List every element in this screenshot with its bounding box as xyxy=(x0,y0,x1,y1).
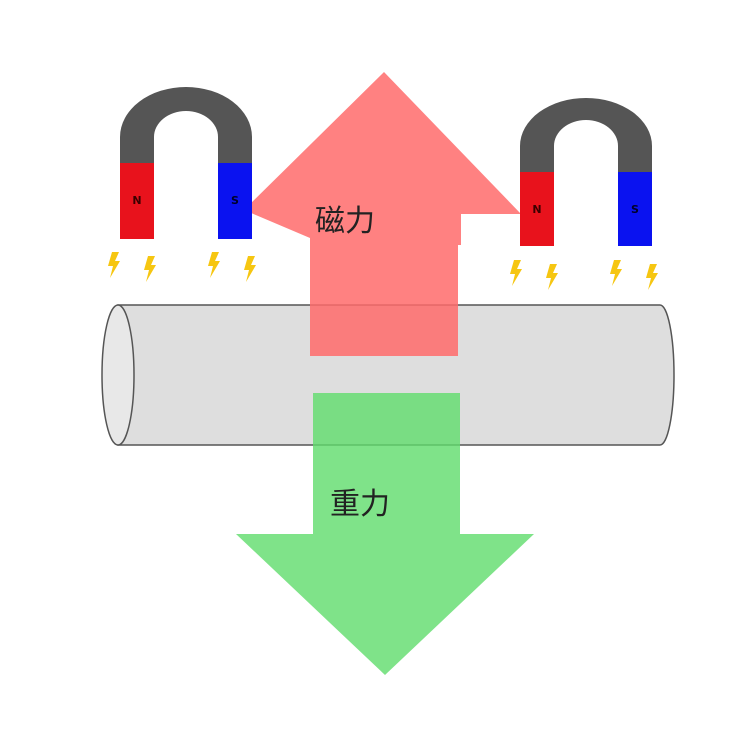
rod xyxy=(101,304,675,446)
magnetic-force-arrow xyxy=(244,72,521,356)
magnetic-force-label: 磁力 xyxy=(315,204,375,239)
gravity-label: 重力 xyxy=(330,487,390,522)
left-magnet-south-pole xyxy=(218,163,252,239)
left-magnet-south-label: S xyxy=(231,194,239,207)
spark-icon xyxy=(108,252,120,278)
right-magnet-north-pole xyxy=(520,172,554,246)
spark-icon xyxy=(208,252,220,278)
spark-icon xyxy=(510,260,522,286)
spark-icon xyxy=(546,264,558,290)
left-magnet-icon: N S xyxy=(120,87,252,239)
right-magnet-south-label: S xyxy=(631,203,639,216)
right-magnet-north-label: N xyxy=(532,203,541,216)
right-magnet-south-pole xyxy=(618,172,652,246)
spark-icon xyxy=(610,260,622,286)
left-magnet-north-pole xyxy=(120,163,154,239)
spark-icon xyxy=(144,256,156,282)
spark-icon xyxy=(244,256,256,282)
left-magnet-north-label: N xyxy=(132,194,141,207)
right-magnet-icon: N S xyxy=(520,98,652,246)
gravity-arrow xyxy=(236,393,534,675)
spark-icon xyxy=(646,264,658,290)
